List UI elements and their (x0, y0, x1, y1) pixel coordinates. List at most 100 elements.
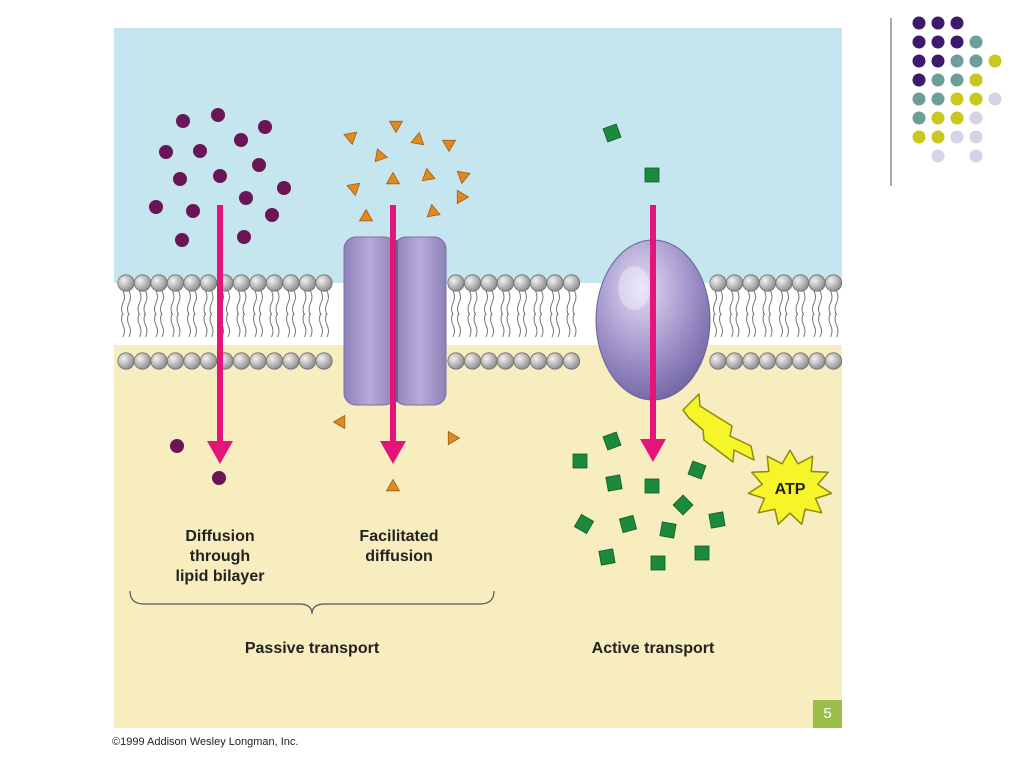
solute-molecule (343, 131, 358, 146)
lipid-tail (121, 290, 125, 316)
label-facilitated-line2: diffusion (365, 548, 433, 565)
lipid-head (447, 352, 465, 370)
lipid-head (808, 352, 826, 370)
lipid-head (709, 352, 727, 370)
lipid-tail (523, 290, 527, 316)
lipid-head (546, 274, 564, 292)
decoration-dot (950, 16, 964, 30)
lipid-tail (500, 312, 505, 338)
solute-molecule (687, 460, 707, 480)
lipid-head (183, 274, 201, 292)
lipid-head (117, 274, 135, 292)
lipid-tail (746, 312, 750, 338)
lipid-head (282, 352, 300, 370)
solute-molecule (258, 120, 272, 134)
solute-molecule (149, 200, 163, 214)
lipid-head (709, 274, 727, 292)
solute-molecule (708, 511, 726, 529)
lipid-tail (539, 290, 544, 316)
lipid-tail (170, 312, 175, 338)
lipid-tail (834, 312, 839, 338)
lipid-tail (818, 312, 822, 338)
lipid-tail (242, 290, 247, 316)
lipid-head (529, 274, 548, 292)
lipid-head (513, 352, 531, 370)
label-diffusion-line1: Diffusion (185, 528, 254, 545)
lipid-tail (308, 312, 313, 338)
lipid-head (562, 352, 581, 370)
lipid-tail (828, 312, 833, 338)
lipid-tail (768, 290, 773, 316)
solute-molecule (159, 145, 173, 159)
lipid-tail (779, 290, 783, 316)
lipid-tail (523, 312, 527, 338)
decoration-dot (912, 92, 926, 106)
lipid-head (117, 352, 135, 370)
lipid-tail (226, 312, 230, 338)
solute-molecule (644, 167, 660, 183)
solute-molecule (173, 172, 187, 186)
lipid-tail (187, 290, 191, 316)
decoration-dot (969, 73, 983, 87)
lipid-tail (762, 290, 767, 316)
lipid-tail (572, 312, 577, 338)
lipid-head (298, 274, 317, 292)
decoration-dot (912, 35, 926, 49)
lipid-tail (457, 312, 461, 338)
solute-molecule (441, 139, 457, 153)
lipid-tail (812, 312, 816, 338)
lipid-head (496, 352, 515, 370)
lipid-tail (517, 312, 521, 338)
lipid-head (824, 274, 843, 292)
lipid-head (791, 274, 810, 292)
lipid-tail (473, 290, 478, 316)
decoration-dot (931, 35, 945, 49)
solute-molecule (672, 494, 694, 516)
decoration-dot (931, 16, 945, 30)
solute-molecule (602, 431, 622, 451)
lipid-head (742, 274, 760, 292)
lipid-tail (302, 290, 307, 316)
lipid-tail (451, 312, 455, 338)
decoration-dot (950, 130, 964, 144)
lipid-tail (735, 290, 740, 316)
label-passive-transport: Passive transport (245, 640, 380, 657)
lipid-tail (154, 290, 158, 316)
arrow-facilitated (380, 205, 406, 464)
solute-molecule (598, 548, 616, 566)
solute-molecule (385, 171, 401, 185)
purple-molecules (149, 108, 291, 485)
lipid-tail (170, 290, 175, 316)
decoration-dot (950, 111, 964, 125)
lipid-tail (176, 290, 181, 316)
lipid-bilayer (117, 274, 843, 370)
lipid-tail (209, 312, 214, 338)
lipid-tail (137, 290, 142, 316)
passive-brace (129, 590, 495, 615)
lipid-tail (556, 312, 560, 338)
extracellular-region (114, 28, 842, 283)
lipid-head (758, 352, 777, 370)
solute-molecule (659, 521, 677, 539)
decoration-dot (931, 130, 945, 144)
lipid-head (791, 352, 810, 370)
solute-molecule (237, 230, 251, 244)
solute-molecule (186, 204, 200, 218)
intracellular-region (114, 345, 842, 728)
lipid-tail (550, 312, 554, 338)
lipid-head (742, 352, 760, 370)
lipid-tail (785, 290, 789, 316)
lipid-tail (209, 290, 214, 316)
solute-molecule (602, 123, 622, 143)
lipid-tail (187, 312, 191, 338)
lipid-tail (556, 290, 560, 316)
decoration-dot (969, 111, 983, 125)
lipid-head (463, 352, 482, 370)
decoration-dot (912, 111, 926, 125)
lipid-head (249, 274, 267, 292)
solute-molecule (212, 471, 226, 485)
lipid-tail (517, 290, 521, 316)
lipid-head (183, 352, 201, 370)
lipid-head (775, 274, 793, 292)
